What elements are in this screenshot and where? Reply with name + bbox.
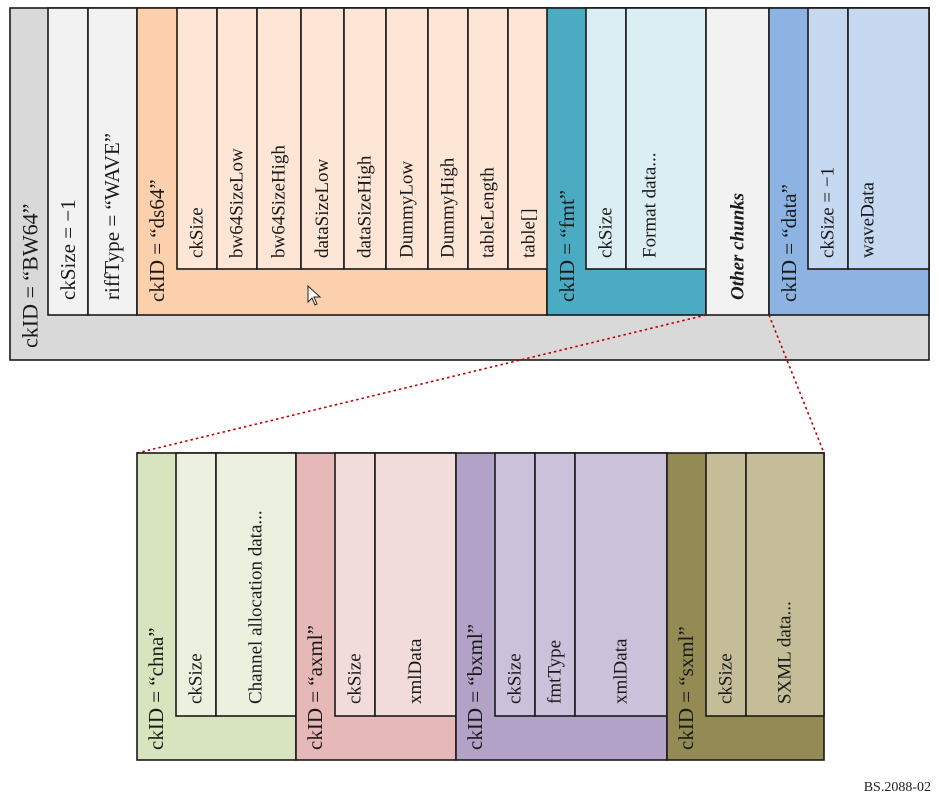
fmt-field-label-0: ckSize	[596, 207, 617, 258]
ds64-field-1	[216, 7, 258, 270]
ds64-field-0	[176, 7, 218, 270]
axml-id-label: ckID = “axml”	[303, 625, 327, 750]
chna-field-0	[175, 452, 217, 717]
data-field-label-1: waveData	[858, 181, 879, 258]
sxml-field-label-1: SXML data...	[775, 601, 796, 704]
chna-field-label-0: ckSize	[186, 653, 207, 704]
bxml-field-label-0: ckSize	[505, 653, 526, 704]
ds64-field-8	[507, 7, 551, 270]
axml-field-label-0: ckSize	[345, 653, 366, 704]
ds64-field-label-5: DummyLow	[397, 161, 418, 258]
data-field-0	[807, 7, 849, 270]
bw64-cksize-label: ckSize = −1	[56, 199, 80, 300]
data-id-label: ckID = “data”	[777, 184, 801, 302]
bw64-rifftype-label: riffType = “WAVE”	[100, 133, 124, 300]
bw64-id-label: ckID = “BW64”	[18, 204, 43, 348]
bxml-id-label: ckID = “bxml”	[463, 624, 487, 750]
chna-id-label: ckID = “chna”	[144, 627, 168, 750]
figure-id: BS.2088-02	[863, 780, 931, 795]
fmt-field-1	[625, 7, 707, 270]
ds64-field-label-6: DummyHigh	[438, 157, 459, 258]
chna-field-label-1: Channel allocation data...	[246, 510, 267, 704]
ds64-field-label-8: table[]	[519, 208, 540, 258]
ds64-field-label-7: tableLength	[478, 167, 499, 258]
other-chunks	[705, 7, 770, 316]
bxml-field-0	[494, 452, 536, 717]
mouse-cursor-icon	[307, 284, 322, 306]
axml-field-0	[334, 452, 376, 717]
data-field-1	[847, 7, 930, 270]
ds64-field-label-3: dataSizeLow	[312, 159, 333, 258]
bw64-rifftype-field	[87, 7, 138, 316]
connector-left	[136, 314, 707, 454]
bxml-field-label-2: xmlData	[611, 638, 632, 704]
other-chunks-label: Other chunks	[728, 193, 749, 300]
bw64-cksize-field	[47, 7, 89, 316]
sxml-field-label-0: ckSize	[716, 653, 737, 704]
sxml-field-0	[705, 452, 747, 717]
ds64-field-2	[256, 7, 302, 270]
ds64-field-label-1: bw64SizeLow	[227, 148, 248, 258]
ds64-id-label: ckID = “ds64”	[145, 179, 169, 302]
bxml-field-label-1: fmtType	[545, 640, 566, 704]
ds64-field-4	[343, 7, 387, 270]
ds64-field-label-4: dataSizeHigh	[355, 155, 376, 258]
ds64-field-label-0: ckSize	[187, 207, 208, 258]
fmt-field-label-1: Format data...	[640, 152, 661, 258]
data-field-label-0: ckSize = −1	[818, 167, 839, 258]
sxml-id-label: ckID = “sxml”	[674, 626, 698, 750]
ds64-field-7	[467, 7, 509, 270]
ds64-field-5	[385, 7, 429, 270]
axml-field-label-1: xmlData	[405, 638, 426, 704]
sxml-field-1	[745, 452, 825, 717]
ds64-field-label-2: bw64SizeHigh	[269, 145, 290, 258]
fmt-id-label: ckID = “fmt”	[555, 190, 579, 302]
ds64-field-3	[300, 7, 345, 270]
chna-field-1	[215, 452, 297, 717]
